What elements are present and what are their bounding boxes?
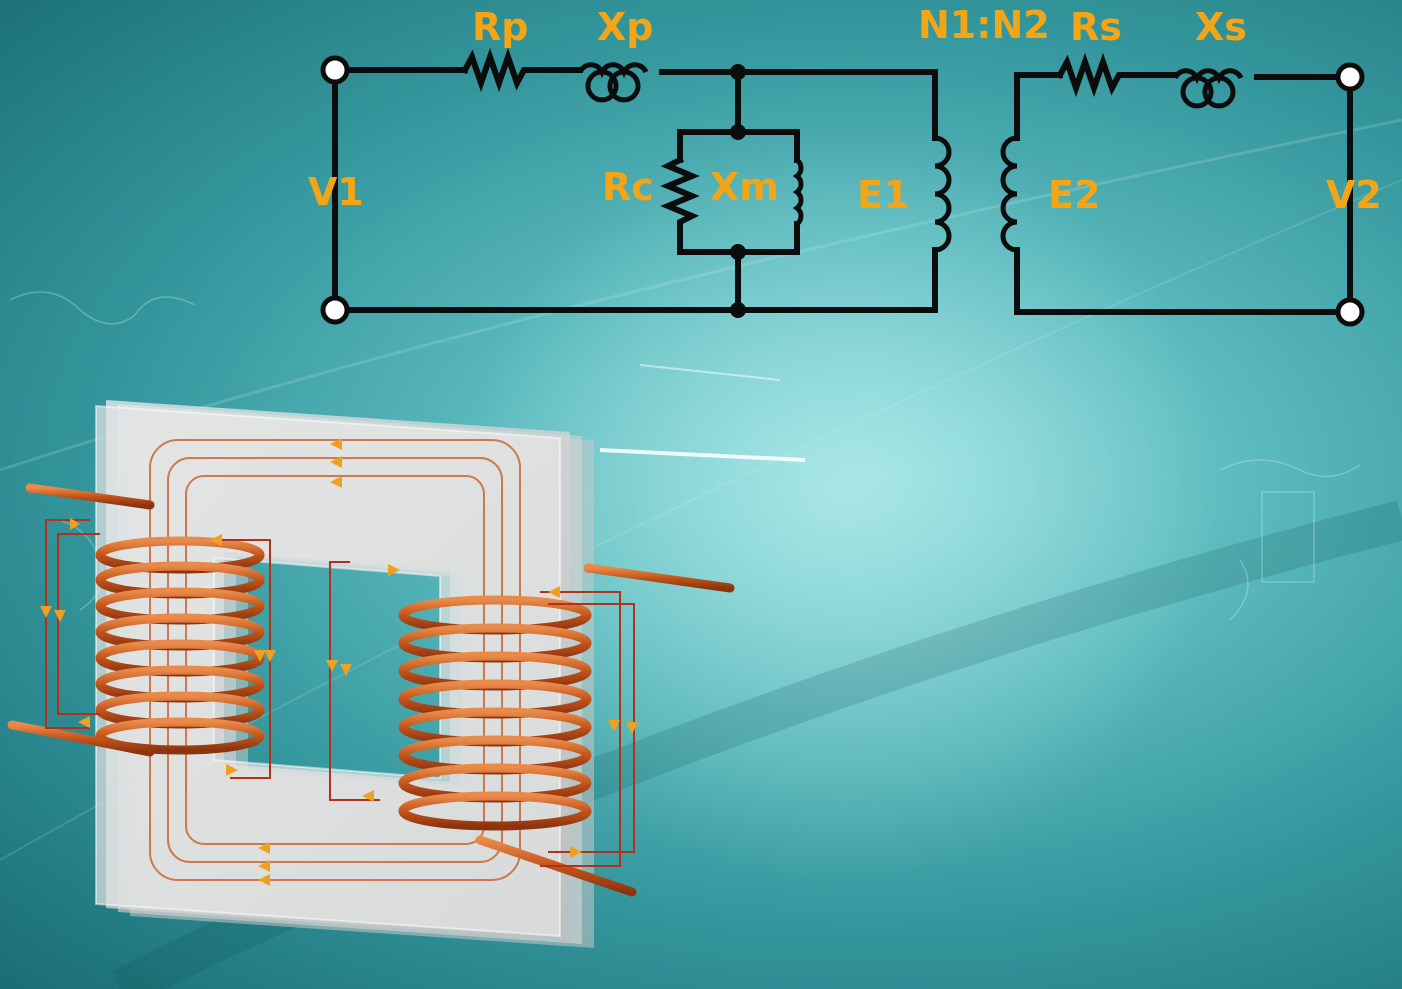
shunt-branch-wire (677, 69, 741, 163)
primary-top-wire-2 (659, 69, 938, 141)
e1-label: E1 (857, 173, 909, 217)
flux-arrows (258, 438, 342, 886)
xs-label: Xs (1195, 5, 1247, 49)
v2-top-terminal (1335, 62, 1365, 92)
transformer-illustration (7, 400, 735, 948)
v2-bottom-terminal (1335, 297, 1365, 327)
e2-winding-symbol (1000, 135, 1018, 253)
junction-node (730, 64, 746, 80)
xm-inductor-symbol (792, 158, 804, 226)
junction-node (730, 302, 746, 318)
junction-node (730, 124, 746, 140)
rc-resistor-symbol (660, 155, 741, 313)
equivalent-circuit: Rp Xp N1:N2 Rs Xs V1 Rc Xm E1 E2 V2 (308, 3, 1382, 327)
primary-left-wire (332, 67, 938, 313)
turns-ratio-label: N1:N2 (918, 3, 1050, 47)
secondary-winding (398, 563, 735, 897)
xp-inductor-symbol (577, 62, 649, 103)
v2-label: V2 (1326, 173, 1382, 217)
v1-label: V1 (308, 170, 364, 214)
rc-label: Rc (602, 165, 654, 209)
v1-top-terminal (320, 55, 350, 85)
rs-resistor-symbol (1055, 52, 1178, 98)
v1-bottom-terminal (320, 295, 350, 325)
shunt-right-wire (735, 129, 800, 163)
leakage-arrows (40, 518, 638, 858)
rs-label: Rs (1070, 5, 1122, 49)
rp-label: Rp (472, 5, 528, 49)
primary-winding (7, 483, 265, 757)
rp-resistor-symbol (460, 47, 583, 93)
shunt-bottom-wire (735, 221, 800, 255)
secondary-wire (1014, 72, 1063, 141)
e2-label: E2 (1048, 173, 1100, 217)
xm-label: Xm (710, 165, 779, 209)
xs-inductor-symbol (1172, 68, 1244, 109)
junction-node (730, 244, 746, 260)
xp-label: Xp (597, 5, 654, 49)
e1-winding-symbol (934, 135, 952, 253)
